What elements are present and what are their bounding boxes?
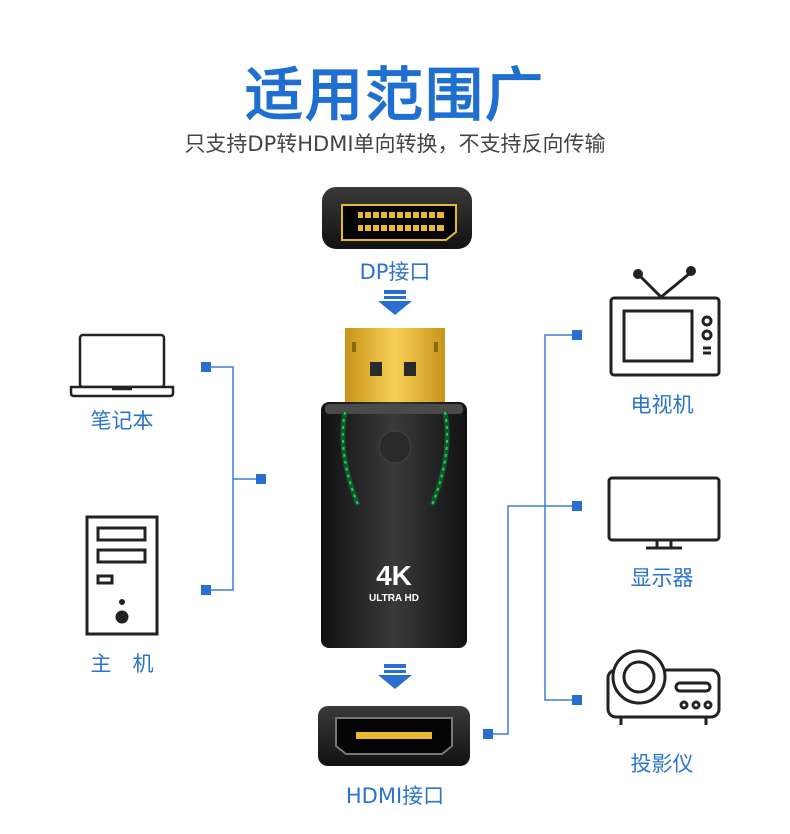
source-connector-lines: [206, 366, 261, 591]
source-label-desktop: 主 机: [90, 652, 154, 676]
display-label-tv: 电视机: [630, 393, 694, 417]
resolution-badge-sub: ULTRA HD: [369, 593, 419, 604]
dp-plug-gold: [345, 328, 445, 410]
projector-icon: [606, 649, 721, 725]
hdmi-port-label: HDMI接口: [345, 784, 445, 808]
arrow-down-icon: [378, 664, 412, 689]
display-label-projector: 投影仪: [630, 752, 694, 776]
source-label-laptop: 笔记本: [90, 409, 154, 433]
connector-nodes: [201, 362, 266, 595]
monitor-icon: [607, 476, 721, 550]
desktop-tower-icon: [85, 515, 159, 636]
arrow-down-icon: [378, 290, 412, 315]
page-subtitle: 只支持DP转HDMI单向转换，不支持反向传输: [184, 132, 606, 156]
display-label-monitor: 显示器: [630, 566, 694, 590]
display-connector-lines: [488, 334, 577, 735]
hdmi-port-icon: [318, 706, 470, 766]
resolution-badge: 4K: [376, 560, 412, 591]
adapter-body: 4K ULTRA HD: [321, 402, 467, 648]
tv-icon: [609, 266, 721, 377]
page-title: 适用范围广: [244, 61, 545, 129]
dp-port-icon: [322, 187, 472, 249]
dp-port-label: DP接口: [359, 260, 431, 284]
laptop-icon: [69, 333, 175, 398]
